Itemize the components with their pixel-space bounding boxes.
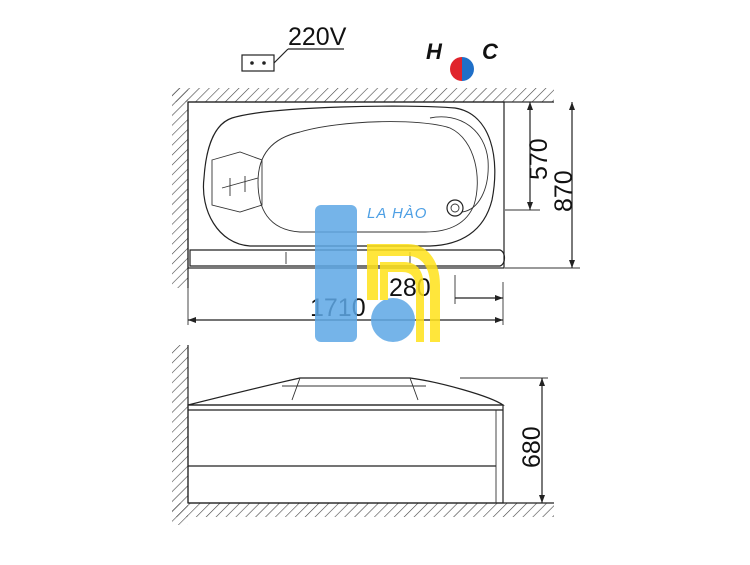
dim-280-label: 280 bbox=[389, 274, 431, 302]
top-wall-hatch bbox=[172, 88, 554, 102]
socket-pin-right bbox=[262, 61, 266, 65]
dim-870-label: 870 bbox=[550, 170, 578, 212]
tub-headrest bbox=[211, 151, 263, 213]
power-leader bbox=[273, 48, 289, 64]
socket-pin-left bbox=[250, 61, 254, 65]
side-view: 680 bbox=[172, 345, 554, 525]
tub-basin bbox=[202, 105, 496, 247]
brand-logo: LA HÀO bbox=[315, 205, 440, 342]
hot-label: H bbox=[426, 39, 443, 64]
side-wall-hatch bbox=[172, 345, 188, 525]
left-wall-hatch bbox=[172, 88, 188, 288]
brand-text: LA HÀO bbox=[367, 205, 427, 222]
tub-side-rim bbox=[187, 377, 505, 406]
tub-apron-top bbox=[189, 249, 506, 267]
dim-280-arrow bbox=[495, 295, 503, 301]
top-view: 220V H C 570 870 280 1710 bbox=[172, 23, 580, 325]
tub-side-body bbox=[187, 404, 504, 504]
tub-armrest bbox=[429, 116, 489, 213]
drain-icon bbox=[446, 199, 464, 217]
power-label: 220V bbox=[288, 23, 347, 51]
headrest-detail bbox=[221, 176, 259, 196]
power-socket-icon bbox=[241, 54, 275, 72]
hot-cold-valve-icon bbox=[450, 57, 474, 81]
cold-label: C bbox=[482, 39, 499, 64]
rim-detail bbox=[291, 377, 419, 401]
floor-hatch bbox=[172, 503, 554, 517]
dim-570-label: 570 bbox=[525, 138, 553, 180]
tub-basin-inner bbox=[257, 121, 478, 233]
dim-680-label: 680 bbox=[518, 426, 546, 468]
